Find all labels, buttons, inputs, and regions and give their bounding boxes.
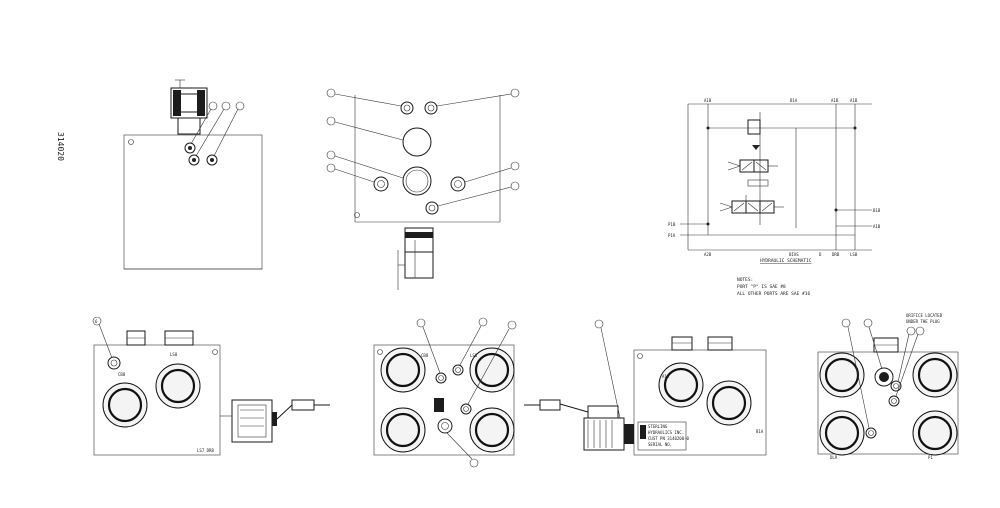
corner-label: LS7 DRB <box>197 448 214 453</box>
port-label: DLR <box>830 455 838 460</box>
solenoid-coil <box>524 399 634 451</box>
drawing-number: 314020 <box>56 132 65 161</box>
notes-heading: NOTES: <box>737 277 753 283</box>
schematic-port-label: A1B <box>704 98 712 103</box>
orifice-note-line-1: ORIFICE LOCATED <box>906 313 943 318</box>
top-middle-view <box>326 88 520 290</box>
nameplate-line-1: STERLING <box>648 424 668 429</box>
schematic-port-label: P1A <box>668 233 676 238</box>
nameplate-line-2: HYDRAULICS INC. <box>648 430 684 435</box>
schematic-port-label: D <box>819 252 822 257</box>
notes-line-2: ALL OTHER PORTS ARE SAE #16 <box>737 291 810 297</box>
bottom-middle-view: CB8 LS8 <box>373 317 517 468</box>
directional-valve-lower <box>719 195 784 214</box>
schematic-port-label: A2B <box>704 252 712 257</box>
schematic-title: HYDRAULIC SCHEMATIC <box>760 258 812 264</box>
schematic-port-label: LSB <box>850 252 858 257</box>
nameplate-line-4: SERIAL NO. <box>648 442 672 447</box>
schematic-port-label: A1B <box>831 98 839 103</box>
top-left-view <box>123 79 263 270</box>
schematic-port-label: B1B <box>873 208 881 213</box>
schematic-port-label: DRB <box>832 252 840 257</box>
solenoid-connector <box>220 399 330 443</box>
schematic-port-label: P1B <box>668 222 676 227</box>
far-right-rear-view: DLR P1 ORIFICE LOCATED UNDER THE PLUG <box>817 313 959 460</box>
nameplate: STERLING HYDRAULICS INC. CUST PN 3140200… <box>637 421 690 451</box>
port-label: A1A <box>662 374 670 379</box>
hydraulic-schematic: A1B B1A A1B A1B P1B P1A B1B A1B A2B BIAS… <box>668 98 881 264</box>
schematic-port-label: A1B <box>850 98 858 103</box>
bottom-left-front-view: CB8 LS8 LS7 DRB 6 <box>92 316 330 456</box>
bottom-right-side-view: A1A B1A STERLING HYDRAULICS INC. CUST PN… <box>524 319 767 456</box>
notes-block: NOTES: PORT "P" IS SAE #8 ALL OTHER PORT… <box>737 277 810 297</box>
schematic-port-label: A1B <box>873 224 881 229</box>
schematic-port-label: BIAS <box>789 252 799 257</box>
port-label: CB8 <box>421 353 429 358</box>
balloon-number: 6 <box>95 319 98 324</box>
orifice-note-line-2: UNDER THE PLUG <box>906 319 940 324</box>
port-label: LS8 <box>170 352 178 357</box>
solenoid-coil <box>170 79 208 135</box>
port-label: P1 <box>928 455 933 460</box>
nameplate-line-3: CUST PN 3140200-0 <box>648 436 690 441</box>
port-label: B1A <box>756 429 764 434</box>
directional-valve-upper <box>727 159 778 187</box>
notes-line-1: PORT "P" IS SAE #8 <box>737 284 786 290</box>
port-label: CB8 <box>118 372 126 377</box>
schematic-port-label: B1A <box>790 98 798 103</box>
port-label: LS8 <box>470 353 478 358</box>
